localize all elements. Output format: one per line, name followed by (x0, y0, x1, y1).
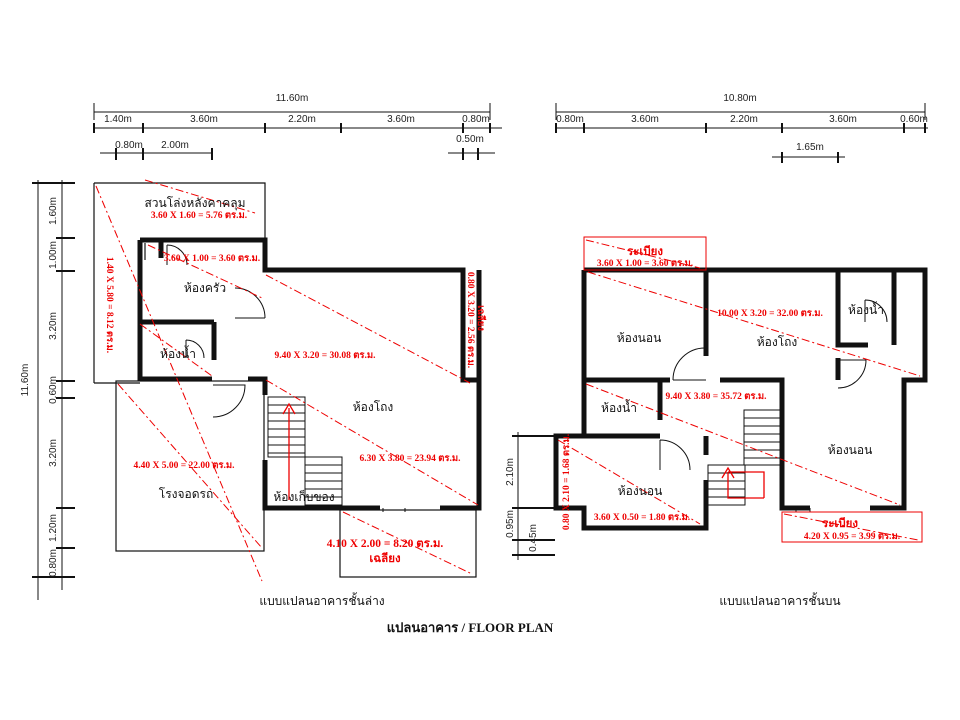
upper-hall-label: ห้องโถง (757, 335, 798, 349)
upper-room-labels: ห้องนอน ห้องโถง ห้องน้ำ ห้องน้ำ ห้องนอน … (601, 245, 884, 530)
upper-left-strip-area: 0.80 X 2.10 = 1.68 ตร.ม. (562, 434, 572, 530)
ground-doors (166, 244, 406, 512)
ground-dim-3: 2.20m (288, 114, 316, 125)
ground-total-height: 11.60m (20, 364, 31, 397)
ground-left-dimensions: 11.60m 1.60m 1.00m 3.20m 0.60m 3.20m 1.2… (20, 180, 75, 600)
upper-area-labels: 3.60 X 1.00 = 3.60 ตร.ม. 10.00 X 3.20 = … (562, 259, 900, 542)
ground-hall-upper-area: 9.40 X 3.20 = 30.08 ตร.ม. (274, 351, 375, 361)
ground-left-dim-2: 1.00m (48, 241, 59, 269)
upper-doors (659, 299, 888, 512)
upper-area-diagonals (557, 239, 921, 541)
ground-room-labels: สวนโล่งหลังคาคลุม ห้องครัว ห้องน้ำ ห้องโ… (144, 196, 401, 565)
storage-label: ห้องเก็บของ (273, 489, 334, 504)
upper-hall-lower-area: 9.40 X 3.80 = 35.72 ตร.ม. (665, 392, 766, 402)
kitchen-label: ห้องครัว (184, 281, 226, 295)
upper-bath-right-label: ห้องน้ำ (848, 301, 884, 317)
ground-area-diagonals (95, 179, 479, 582)
ground-dim-4: 3.60m (387, 114, 415, 125)
ground-subdim-1: 0.80m (115, 140, 143, 151)
ground-subdim-2: 2.00m (161, 140, 189, 151)
plan-title: แปลนอาคาร / FLOOR PLAN (387, 620, 554, 635)
upper-hall-upper-area: 10.00 X 3.20 = 32.00 ตร.ม. (717, 309, 823, 319)
upper-stairs (707, 409, 782, 506)
bed3-label: ห้องนอน (618, 484, 663, 498)
garage-label: โรงจอดรถ (159, 487, 214, 501)
porch-area: 4.10 X 2.00 = 8.20 ตร.ม. (327, 538, 444, 550)
ground-dim-5: 0.80m (462, 114, 490, 125)
ground-left-dim-6: 1.20m (48, 514, 59, 542)
ground-left-dim-5: 3.20m (48, 439, 59, 467)
balcony-top-label: ระเบียง (627, 245, 663, 258)
upper-floor-plan: 10.80m 0.80m 3.60m 2.20m 3.60m 0.60m 1.6… (505, 93, 928, 608)
balcony-top-area: 3.60 X 1.00 = 3.60 ตร.ม. (597, 259, 693, 269)
upper-subdim-1: 1.65m (796, 142, 824, 153)
ground-top-dimensions: 11.60m 1.40m 3.60m 2.20m 3.60m 0.80m 0. (93, 93, 502, 160)
right-strip-area: 0.80 X 3.20 = 2.56 ตร.ม. (465, 272, 475, 368)
ground-walls (137, 237, 482, 511)
upper-dim-4: 3.60m (829, 114, 857, 125)
upper-balconies (583, 236, 923, 543)
ground-hall-label: ห้องโถง (353, 400, 394, 414)
upper-bath-left-label: ห้องน้ำ (601, 399, 637, 415)
ground-floor-caption: แบบแปลนอาคารชั้นล่าง (259, 592, 384, 608)
upper-dim-3: 2.20m (730, 114, 758, 125)
upper-floor-caption: แบบแปลนอาคารชั้นบน (719, 592, 840, 608)
balcony-bottom-area: 4.20 X 0.95 = 3.99 ตร.ม. (804, 532, 900, 542)
upper-left-dim-1: 2.10m (505, 458, 516, 486)
porch-label: เฉลียง (369, 552, 401, 565)
ground-dim-2: 3.60m (190, 114, 218, 125)
garden-label: สวนโล่งหลังคาคลุม (144, 196, 245, 211)
ground-bath-label: ห้องน้ำ (160, 345, 196, 361)
ground-area-labels: 3.60 X 1.60 = 5.76 ตร.ม. 3.60 X 1.00 = 3… (104, 211, 487, 550)
garden-area: 3.60 X 1.60 = 5.76 ตร.ม. (151, 211, 247, 221)
garage-area: 4.40 X 5.00 = 22.00 ตร.ม. (133, 461, 234, 471)
ground-left-dim-4: 0.60m (48, 376, 59, 404)
ground-left-dim-3: 3.20m (48, 312, 59, 340)
kitchen-area: 3.60 X 1.00 = 3.60 ตร.ม. (164, 254, 260, 264)
ground-dim-1: 1.40m (104, 114, 132, 125)
bed2-label: ห้องนอน (828, 443, 873, 457)
right-strip-label: เฉลียง (475, 305, 487, 331)
upper-left-dimensions: 2.10m 0.95m 0.45m (505, 432, 555, 560)
ground-left-dim-7: 0.80m (48, 549, 59, 577)
upper-left-dim-2: 0.95m (505, 510, 516, 538)
bed3-area: 3.60 X 0.50 = 1.80 ตร.ม. (594, 513, 690, 523)
upper-top-dimensions: 10.80m 0.80m 3.60m 2.20m 3.60m 0.60m 1.6… (555, 93, 928, 163)
ground-floor-plan: 11.60m 1.40m 3.60m 2.20m 3.60m 0.80m 0. (20, 93, 502, 608)
upper-left-dim-3: 0.45m (528, 524, 539, 552)
upper-dim-5: 0.60m (900, 114, 928, 125)
ground-stairs (267, 396, 343, 506)
ground-subdim-3: 0.50m (456, 134, 484, 145)
upper-walls (553, 267, 928, 531)
balcony-bottom-label: ระเบียง (822, 517, 858, 530)
ground-hall-lower-area: 6.30 X 3.80 = 23.94 ตร.ม. (359, 454, 460, 464)
left-strip-area: 1.40 X 5.80 = 8.12 ตร.ม. (104, 257, 114, 353)
bed1-label: ห้องนอน (617, 331, 662, 345)
upper-total-width: 10.80m (723, 93, 756, 104)
ground-left-dim-1: 1.60m (48, 197, 59, 225)
upper-dim-1: 0.80m (556, 114, 584, 125)
upper-dim-2: 3.60m (631, 114, 659, 125)
ground-total-width: 11.60m (276, 93, 309, 104)
